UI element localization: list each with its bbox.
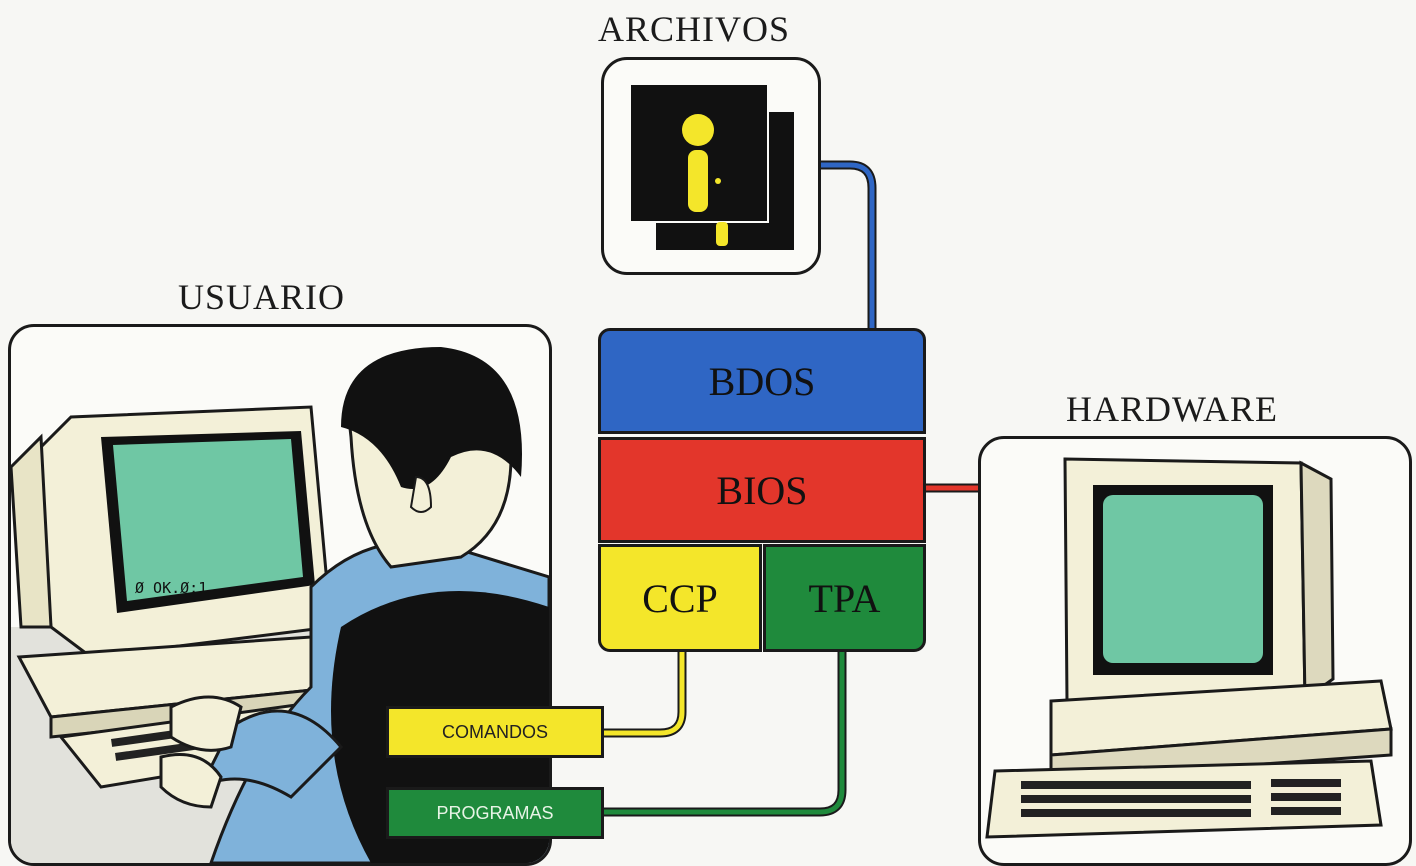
files-title: ARCHIVOS: [598, 9, 791, 49]
floppy-disk-icon: [629, 83, 794, 250]
tpa-label: TPA: [808, 575, 881, 621]
user-title: USUARIO: [178, 277, 346, 317]
hardware-panel: [978, 436, 1412, 866]
bdos-to-files-wire: [818, 160, 877, 330]
files-panel: [601, 57, 821, 275]
programs-label: PROGRAMAS: [436, 802, 554, 823]
bdos-label: BDOS: [708, 358, 816, 404]
screen-prompt-text: Ø OK.Ø:1: [135, 579, 207, 597]
bios-label: BIOS: [716, 467, 808, 513]
ccp-to-commands-wire: [604, 650, 687, 738]
hardware-monitor-screen: [1103, 495, 1263, 663]
tpa-layer: TPA: [763, 544, 926, 652]
hardware-title: HARDWARE: [1066, 389, 1278, 429]
computer-hardware-illustration: [985, 457, 1393, 839]
ccp-layer: CCP: [598, 544, 762, 652]
user-at-computer-illustration: Ø OK.Ø:1: [11, 347, 549, 863]
bdos-layer: BDOS: [598, 328, 926, 434]
ccp-label: CCP: [642, 575, 718, 621]
commands-tag: COMANDOS: [386, 706, 604, 758]
programs-tag: PROGRAMAS: [386, 787, 604, 839]
user-panel: Ø OK.Ø:1: [8, 324, 552, 866]
commands-label: COMANDOS: [441, 721, 548, 742]
bios-layer: BIOS: [598, 437, 926, 543]
